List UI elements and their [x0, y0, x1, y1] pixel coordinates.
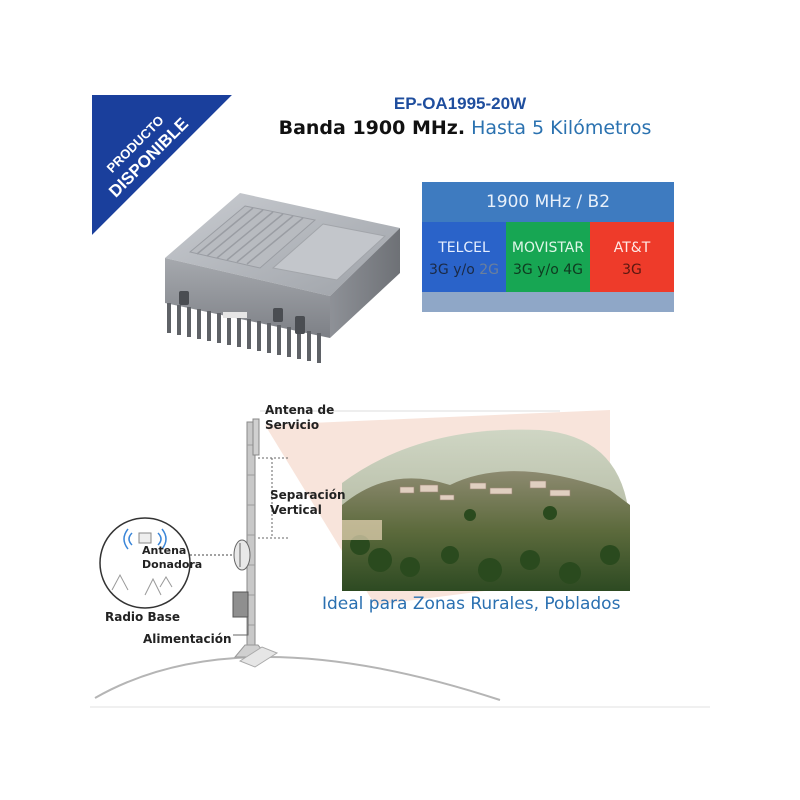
band-line: Banda 1900 MHz. Hasta 5 Kilómetros	[250, 117, 680, 139]
table-footer-bar	[422, 292, 674, 312]
rural-landscape-image	[342, 429, 630, 591]
carrier-name: MOVISTAR	[511, 240, 585, 256]
band-label: Banda 1900 MHz.	[278, 117, 466, 139]
frequency-title: 1900 MHz / B2	[422, 182, 674, 222]
service-antenna-icon	[252, 418, 260, 456]
carrier-cell-att: AT&T 3G	[590, 222, 674, 292]
service-antenna-label: Antena de Servicio	[265, 403, 335, 432]
vertical-separation-label: Separación Vertical	[270, 488, 346, 517]
donor-antenna-label: Antena Donadora	[142, 544, 203, 571]
carrier-tech: 3G y/o 2G	[429, 262, 499, 278]
carrier-tech: 3G	[622, 262, 642, 278]
carrier-cell-movistar: MOVISTAR 3G y/o 4G	[506, 222, 590, 292]
base-radio-label: Radio Base	[105, 610, 180, 624]
installation-diagram	[90, 410, 710, 708]
donor-antenna-icon	[190, 539, 251, 571]
carrier-tech-dim: 2G	[479, 262, 499, 278]
tower	[233, 421, 279, 668]
carrier-cell-telcel: TELCEL 3G y/o 2G	[422, 222, 506, 292]
carrier-name: AT&T	[613, 240, 651, 256]
power-label: Alimentación	[143, 632, 232, 646]
carrier-name: TELCEL	[438, 240, 490, 256]
product-available-badge: PRODUCTO DISPONIBLE	[92, 95, 232, 235]
tagline: Ideal para Zonas Rurales, Poblados	[322, 594, 621, 614]
frequency-table: 1900 MHz / B2 TELCEL 3G y/o 2G MOVISTAR …	[422, 182, 674, 312]
repeater-device-image	[165, 193, 400, 363]
carrier-tech-main: 3G y/o	[429, 262, 475, 278]
base-radio-icon	[99, 517, 191, 609]
repeater-box-icon	[232, 591, 249, 636]
carrier-tech: 3G y/o 4G	[513, 262, 583, 278]
range-label: Hasta 5 Kilómetros	[471, 117, 652, 139]
model-number: EP-OA1995-20W	[393, 94, 527, 113]
